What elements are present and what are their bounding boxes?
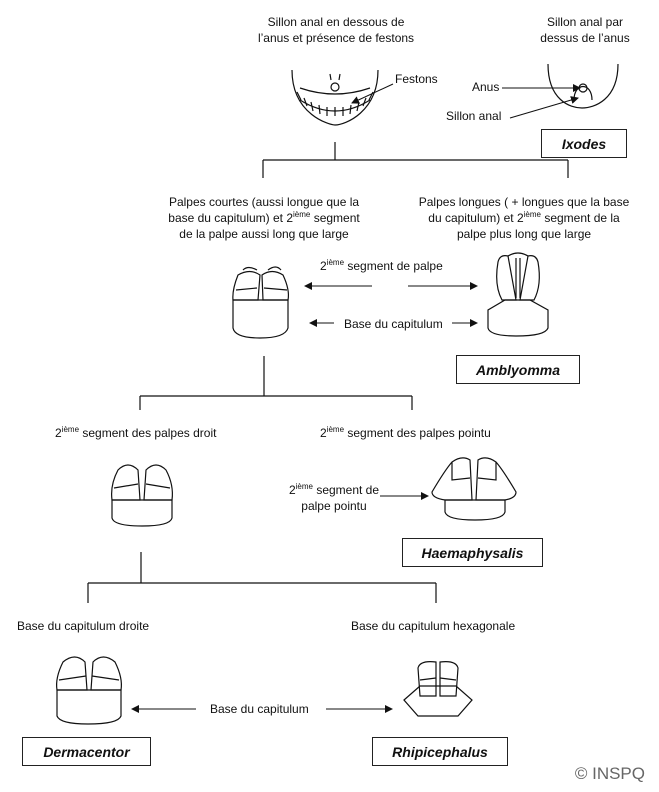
segment-droit-b: segment des palpes droit bbox=[79, 426, 217, 440]
short-palps-line2a: base du capitulum) et 2 bbox=[168, 211, 294, 225]
ixodes-caption: Sillon anal par dessus de l’anus bbox=[520, 14, 650, 46]
base-capitulum-label-4: Base du capitulum bbox=[210, 702, 309, 716]
capitulum-long-drawing bbox=[487, 252, 549, 337]
pointu-pointer-line1: 2ième segment de bbox=[276, 482, 392, 498]
ixodes-box: Ixodes bbox=[541, 129, 627, 158]
long-palps-sup: ième bbox=[523, 210, 541, 219]
long-palps-caption: Palpes longues ( + longues que la base d… bbox=[398, 194, 650, 242]
short-palps-sup: ième bbox=[293, 210, 311, 219]
palp-segment-sup: ième bbox=[326, 258, 345, 267]
segment-droit-a: 2 bbox=[55, 426, 62, 440]
copyright-notice: © INSPQ bbox=[574, 764, 645, 783]
ixodes-caption-line1: Sillon anal par bbox=[546, 15, 624, 29]
anus-label: Anus bbox=[472, 80, 500, 94]
capitulum-short-drawing bbox=[232, 266, 290, 339]
rhipicephalus-box: Rhipicephalus bbox=[372, 737, 508, 766]
festons-label: Festons bbox=[395, 72, 438, 86]
palp-segment-label: 2ième segment de palpe bbox=[320, 258, 443, 274]
long-palps-line2a: du capitulum) et 2 bbox=[428, 211, 524, 225]
base-capitulum-label-2: Base du capitulum bbox=[344, 317, 443, 331]
festons-caption-line1: Sillon anal en dessous de bbox=[267, 15, 405, 29]
pointu-pointer-line2: palpe pointu bbox=[301, 499, 367, 513]
long-palps-line2: du capitulum) et 2ième segment de la bbox=[398, 210, 650, 226]
short-palps-line2b: segment bbox=[310, 211, 360, 225]
festons-caption-line2: l’anus et présence de festons bbox=[257, 31, 415, 45]
pointu-pointer-sup: ième bbox=[295, 482, 313, 491]
segment-droit-sup: ième bbox=[61, 425, 80, 434]
segment-pointu-a: 2 bbox=[320, 426, 327, 440]
long-palps-line3: palpe plus long que large bbox=[456, 227, 592, 241]
short-palps-line3: de la palpe aussi long que large bbox=[179, 227, 349, 241]
ixodes-caption-line2: dessus de l’anus bbox=[540, 31, 630, 45]
segment-pointu-sup: ième bbox=[326, 425, 345, 434]
long-palps-line1: Palpes longues ( + longues que la base bbox=[418, 195, 630, 209]
base-hexagonale-caption: Base du capitulum hexagonale bbox=[351, 619, 516, 633]
amblyomma-box: Amblyomma bbox=[456, 355, 580, 384]
festons-caption: Sillon anal en dessous de l’anus et prés… bbox=[236, 14, 436, 46]
dermacentor-box: Dermacentor bbox=[22, 737, 151, 766]
short-palps-caption: Palpes courtes (aussi longue que la base… bbox=[146, 194, 382, 242]
sillon-anal-label: Sillon anal bbox=[446, 109, 502, 123]
capitulum-rhipicephalus-drawing bbox=[403, 661, 473, 717]
segment-pointu-caption: 2ième segment des palpes pointu bbox=[320, 425, 491, 441]
haemaphysalis-box: Haemaphysalis bbox=[402, 538, 543, 567]
segment-pointu-b: segment des palpes pointu bbox=[344, 426, 491, 440]
pointu-pointer-b: segment de bbox=[312, 483, 380, 497]
ixodes-drawing bbox=[547, 63, 619, 109]
segment-droit-caption: 2ième segment des palpes droit bbox=[55, 425, 216, 441]
capitulum-droit-drawing bbox=[111, 464, 173, 527]
festons-drawing bbox=[291, 69, 379, 126]
short-palps-line2: base du capitulum) et 2ième segment bbox=[146, 210, 382, 226]
capitulum-pointu-drawing bbox=[431, 457, 517, 521]
palp-segment-b: segment de palpe bbox=[344, 259, 443, 273]
long-palps-line2b: segment de la bbox=[541, 211, 620, 225]
short-palps-line1: Palpes courtes (aussi longue que la bbox=[168, 195, 360, 209]
palp-segment-a: 2 bbox=[320, 259, 327, 273]
pointu-pointer-a: 2 bbox=[288, 483, 296, 497]
pointu-pointer-caption: 2ième segment de palpe pointu bbox=[276, 482, 392, 514]
base-droite-caption: Base du capitulum droite bbox=[17, 619, 150, 633]
capitulum-dermacentor-drawing bbox=[56, 656, 122, 725]
